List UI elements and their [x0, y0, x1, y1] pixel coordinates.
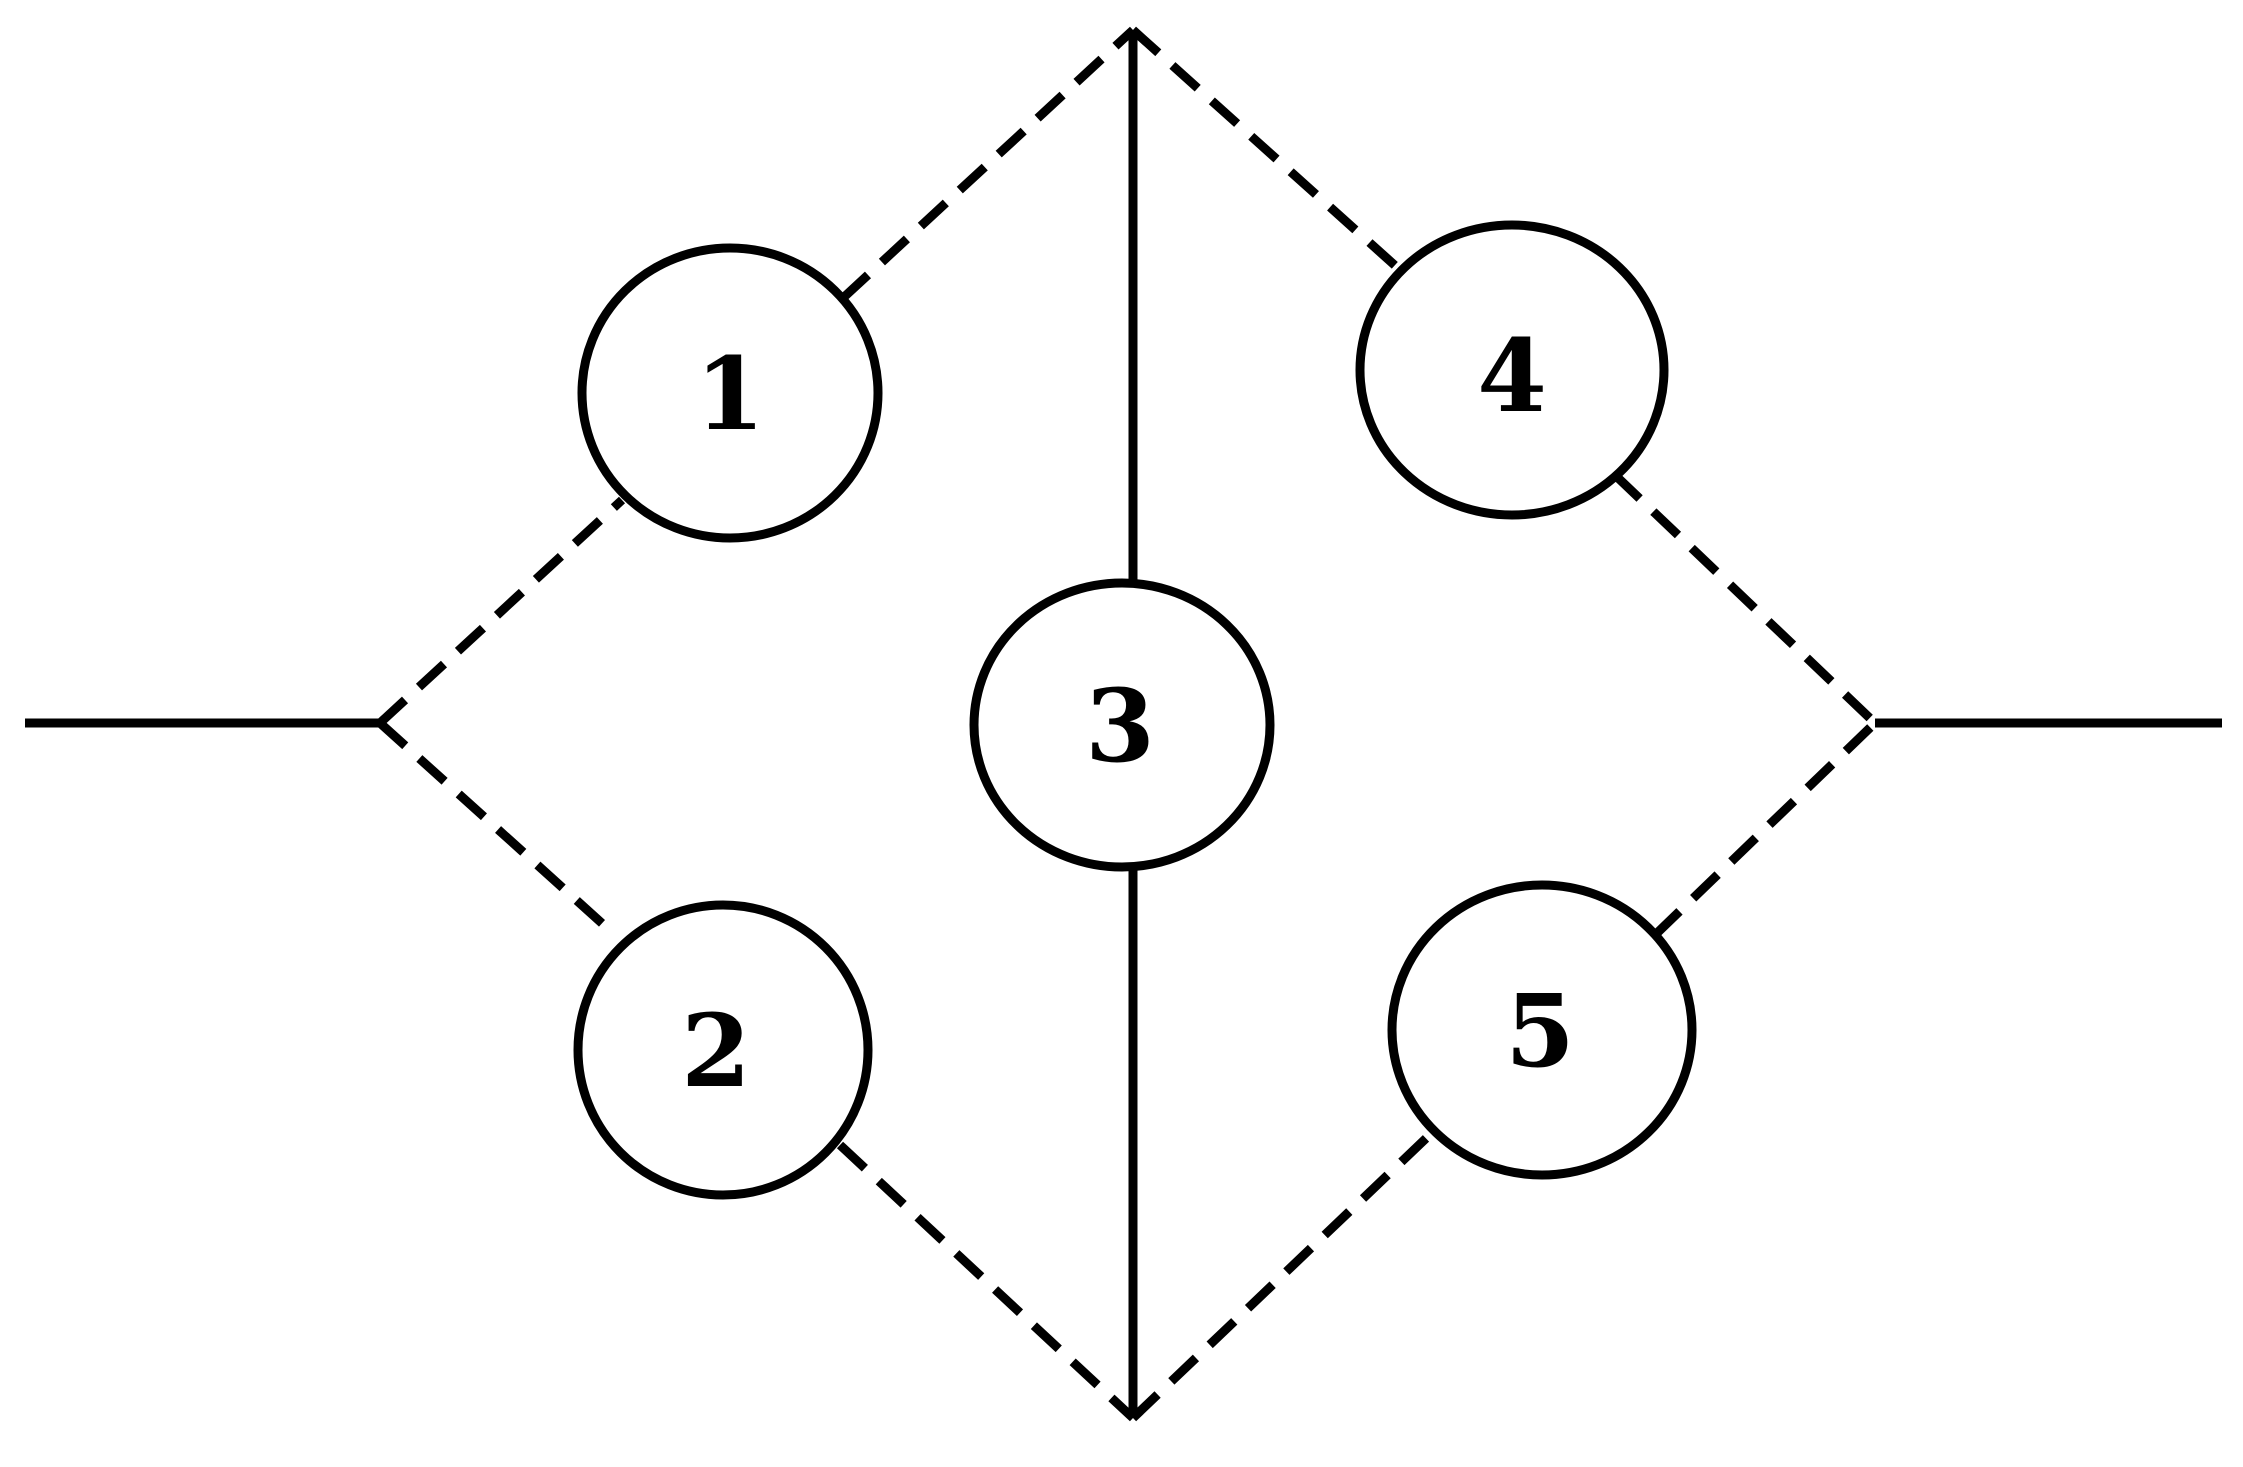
- edge-node-1-to-top: [839, 26, 1137, 302]
- node-2-circle: [573, 900, 873, 1200]
- node-5: 5: [1387, 880, 1697, 1180]
- node-4-label: 4: [1477, 317, 1547, 435]
- node-1-label: 1: [695, 335, 765, 453]
- edge-node-2-to-bottom: [836, 1141, 1137, 1422]
- edge-node-4-to-right: [1611, 471, 1879, 727]
- node-3: 3: [969, 578, 1275, 872]
- edge-left-to-node-1: [376, 496, 626, 727]
- node-2-label: 2: [681, 992, 751, 1110]
- node-4: 4: [1355, 220, 1669, 520]
- node-2: 2: [573, 900, 873, 1200]
- node-5-circle: [1387, 880, 1697, 1180]
- node-3-circle: [969, 578, 1275, 872]
- node-5-label: 5: [1505, 972, 1575, 1090]
- node-1: 1: [577, 243, 883, 543]
- edge-node-5-to-right: [1651, 719, 1879, 939]
- node-4-circle: [1355, 220, 1669, 520]
- edge-bottom-to-node-5: [1129, 1121, 1444, 1422]
- node-3-label: 3: [1085, 667, 1155, 785]
- edge-left-to-node-2: [376, 719, 619, 939]
- edge-top-to-node-4: [1129, 26, 1404, 274]
- node-1-circle: [577, 243, 883, 543]
